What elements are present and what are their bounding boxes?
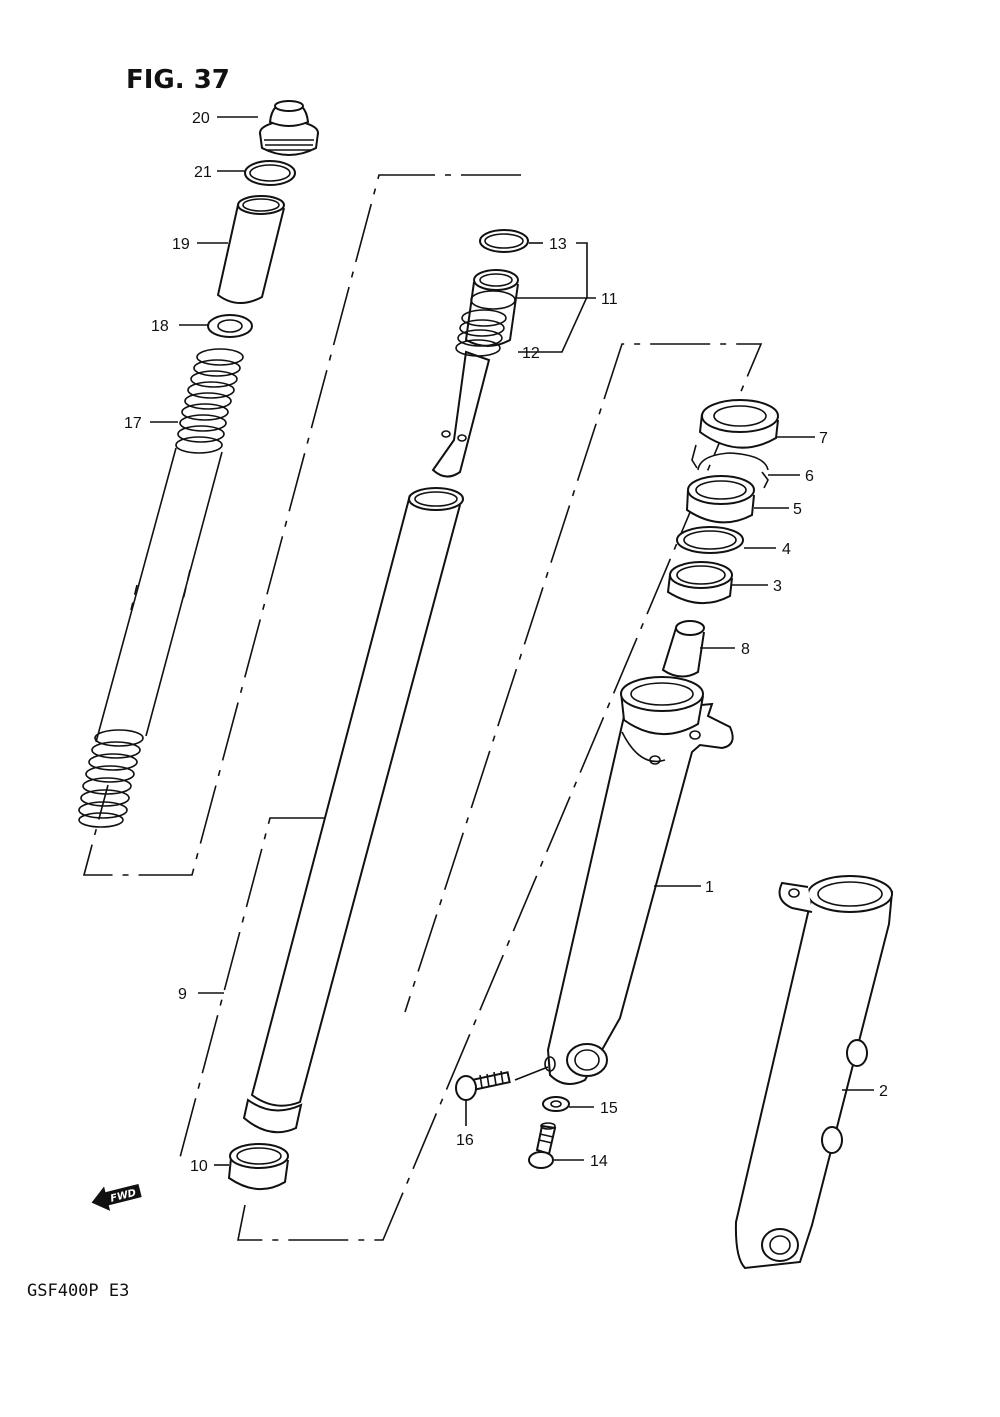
- callout-7: 7: [819, 430, 828, 447]
- callout-9: 9: [178, 986, 187, 1003]
- callout-4: 4: [782, 541, 791, 558]
- callout-3: 3: [773, 578, 782, 595]
- callout-19: 19: [172, 236, 190, 253]
- fwd-arrow-icon: FWD: [91, 1183, 142, 1211]
- part-12-piston-ring: [455, 309, 507, 357]
- part-1-outer-tube: [544, 676, 734, 1085]
- part-10-slide-bushing: [227, 1143, 289, 1190]
- callout-21: 21: [194, 164, 212, 181]
- callout-8: 8: [741, 641, 750, 658]
- part-8-oil-lock-piece: [661, 620, 705, 678]
- callout-labels: 20 21 19 18 17 13 11 12 7 6 5 4 3 8 1 9 …: [124, 110, 888, 1175]
- part-19-spacer: [216, 195, 285, 304]
- part-9-inner-tube: [242, 487, 464, 1134]
- part-3-guide-bushing: [666, 561, 733, 605]
- callout-20: 20: [192, 110, 210, 127]
- model-code: GSF400P E3: [27, 1281, 129, 1301]
- part-11-damper-rod: [431, 269, 519, 478]
- callout-14: 14: [590, 1153, 608, 1170]
- leader-lines: [150, 116, 874, 1166]
- callout-2: 2: [879, 1083, 888, 1100]
- callout-13: 13: [549, 236, 567, 253]
- part-14-drain-bolt: [528, 1122, 557, 1169]
- part-18-washer: [207, 314, 253, 338]
- part-2-outer-tube: [734, 875, 894, 1270]
- callout-6: 6: [805, 468, 814, 485]
- part-5-oil-seal: [685, 475, 755, 524]
- callout-1: 1: [705, 879, 714, 896]
- part-17-fork-spring: [78, 348, 244, 828]
- part-4-washer: [676, 526, 744, 554]
- callout-5: 5: [793, 501, 802, 518]
- callout-10: 10: [190, 1158, 208, 1175]
- figure-title: FIG. 37: [126, 65, 230, 95]
- part-15-gasket: [542, 1096, 570, 1112]
- callout-11: 11: [601, 291, 618, 308]
- callout-18: 18: [151, 318, 169, 335]
- part-16-damper-rod-bolt: [455, 1070, 511, 1101]
- part-7-dust-seal: [698, 399, 779, 449]
- part-20-cap-bolt: [259, 100, 319, 156]
- callout-16: 16: [456, 1132, 474, 1149]
- group-outline-tube: [177, 343, 763, 1241]
- callout-17: 17: [124, 415, 142, 432]
- callout-15: 15: [600, 1100, 618, 1117]
- callout-12: 12: [522, 345, 540, 362]
- part-13-o-ring: [479, 229, 529, 253]
- part-21-o-ring: [244, 160, 296, 186]
- part-6-stopper-ring: [691, 444, 769, 489]
- group-outline-left: [82, 174, 521, 876]
